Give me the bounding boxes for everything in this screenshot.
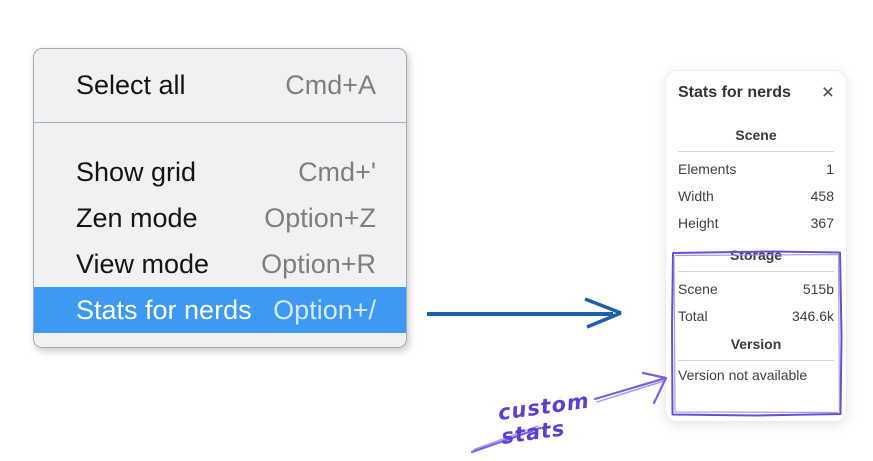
section-heading-storage: Storage	[729, 247, 783, 263]
divider	[678, 151, 834, 152]
stat-label: Width	[678, 187, 714, 204]
stat-label: Total	[678, 307, 708, 324]
menu-item-label: Show grid	[76, 156, 197, 187]
menu-item-show-grid[interactable]: Show grid Cmd+'	[34, 149, 406, 195]
divider	[678, 360, 834, 361]
stat-value: 1	[826, 160, 834, 177]
divider	[678, 271, 834, 272]
stats-panel-header: Stats for nerds ×	[678, 81, 834, 104]
stats-panel-title: Stats for nerds	[678, 84, 791, 101]
menu-item-label: Zen mode	[76, 202, 198, 233]
stat-value: 367	[810, 214, 834, 231]
menu-item-zen-mode[interactable]: Zen mode Option+Z	[34, 195, 406, 241]
menu-item-view-mode[interactable]: View mode Option+R	[34, 241, 406, 287]
menu-item-shortcut: Option+Z	[264, 202, 376, 233]
stats-panel: Stats for nerds × Scene Elements 1 Width…	[665, 70, 847, 422]
menu-item-shortcut: Cmd+'	[298, 156, 376, 187]
stat-value: 458	[810, 187, 834, 204]
version-note: Version not available	[678, 367, 808, 383]
menu-item-label: View mode	[76, 248, 210, 279]
section-heading-scene: Scene	[735, 127, 777, 143]
menu-item-select-all[interactable]: Select all Cmd+A	[34, 63, 406, 109]
close-icon[interactable]: ×	[821, 81, 834, 104]
menu-item-shortcut: Option+R	[261, 248, 376, 279]
menu-item-label: Stats for nerds	[76, 294, 252, 325]
menu-group-bottom: Show grid Cmd+' Zen mode Option+Z View m…	[34, 123, 406, 333]
menu-item-shortcut: Option+/	[273, 294, 376, 325]
stat-label: Scene	[678, 280, 718, 297]
section-heading-version: Version	[730, 336, 782, 352]
stat-row-elements: Elements 1	[678, 155, 834, 182]
context-menu: Select all Cmd+A Show grid Cmd+' Zen mod…	[33, 48, 407, 348]
stat-label: Height	[678, 214, 719, 231]
menu-item-label: Select all	[76, 70, 186, 100]
menu-item-stats-for-nerds[interactable]: Stats for nerds Option+/	[34, 287, 406, 333]
menu-group-top: Select all Cmd+A	[34, 49, 406, 123]
stat-row-width: Width 458	[678, 182, 834, 209]
menu-item-shortcut: Cmd+A	[285, 70, 376, 100]
stat-row-scene-storage: Scene 515b	[678, 275, 834, 302]
stat-row-height: Height 367	[678, 209, 834, 236]
stat-value: 515b	[802, 280, 834, 297]
stat-value: 346.6k	[791, 307, 834, 324]
menu-to-panel-arrow	[427, 297, 622, 329]
stat-row-total-storage: Total 346.6k	[678, 302, 834, 329]
stat-label: Elements	[678, 160, 737, 177]
annotation-label: custom stats	[496, 388, 592, 449]
